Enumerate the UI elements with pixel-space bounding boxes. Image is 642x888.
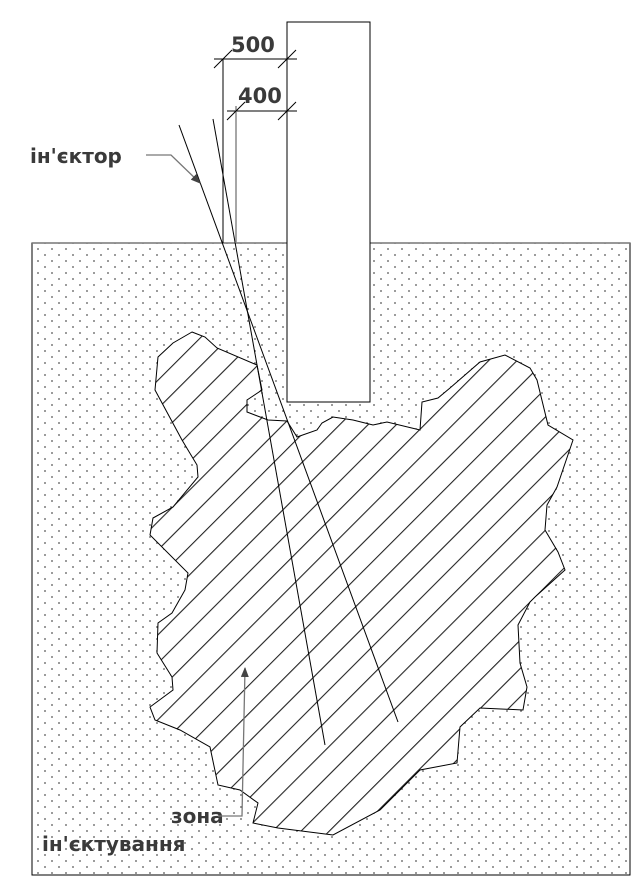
injector-label: ін'єктор <box>30 144 122 168</box>
pile <box>286 21 371 403</box>
injection-zone <box>149 331 574 836</box>
dimension-500: 500 <box>213 33 297 243</box>
zone-label-line1: зона <box>171 804 224 828</box>
zone-leader <box>218 667 249 817</box>
injector-leader <box>146 154 201 184</box>
zone-label-line2: ін'єктування <box>42 832 186 856</box>
dimension-500-label: 500 <box>231 33 275 57</box>
dimension-400: 400 <box>226 84 297 243</box>
injector-line-2 <box>212 118 326 746</box>
dimension-400-label: 400 <box>238 84 282 108</box>
injector-line-1 <box>178 124 399 723</box>
